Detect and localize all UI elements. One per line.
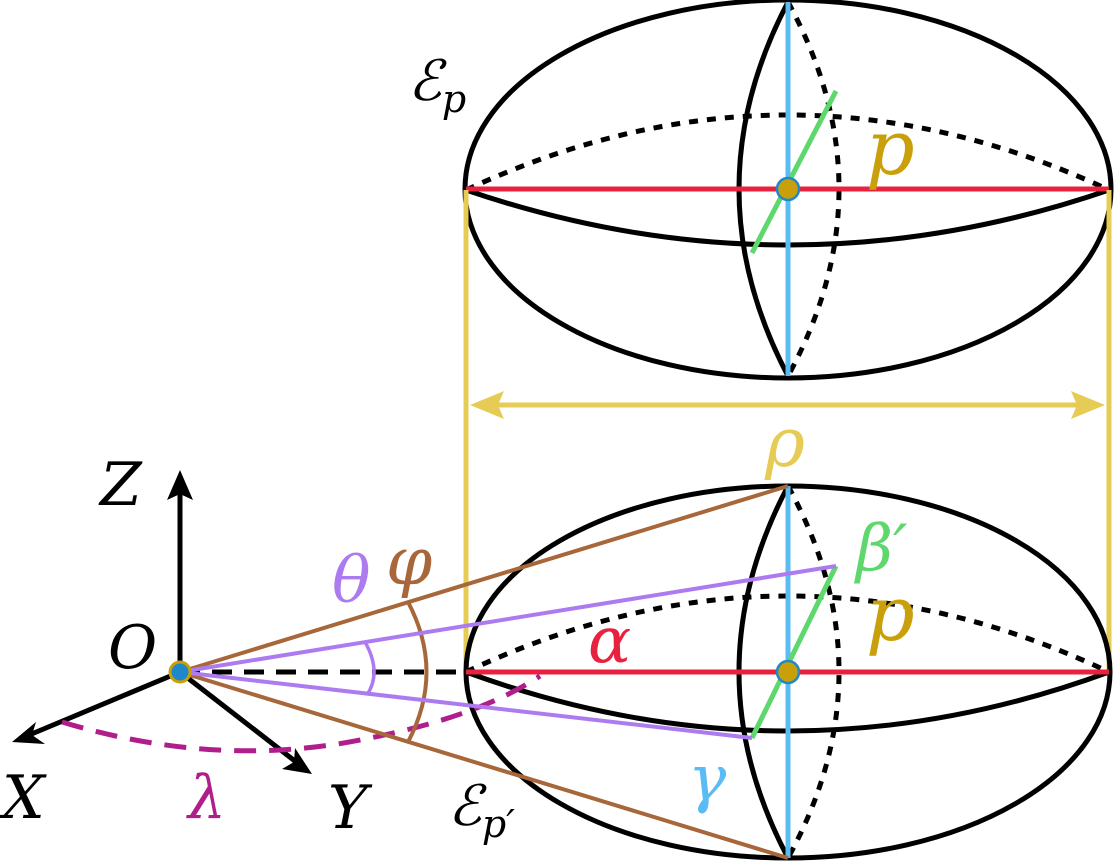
rho-dimension [463, 190, 1112, 672]
p-top-label: p [866, 103, 915, 192]
theta-lines [179, 564, 837, 740]
varphi-lines [179, 484, 789, 860]
z-axis-label: Z [98, 450, 143, 520]
x-axis [21, 669, 181, 741]
ep-top-label: ℰp [408, 49, 466, 121]
top-meridian-back [785, 0, 842, 378]
rho-arrowhead-left [470, 391, 504, 419]
theta-lower-line [179, 670, 753, 740]
alpha-label: α [588, 604, 631, 678]
top-green-axis [749, 89, 839, 255]
varphi-upper-line [179, 484, 789, 674]
varphi-label: φ [386, 523, 432, 600]
varphi-angle-arc [406, 601, 429, 743]
gamma-label: γ [688, 742, 727, 816]
bottom-equator-back [464, 593, 1111, 675]
lambda-label: λ [186, 763, 226, 833]
bottom-center-point [775, 659, 801, 685]
top-center-point [775, 176, 801, 202]
origin-point [168, 660, 192, 684]
top-ellipsoid [462, 0, 1114, 381]
y-axis-label: Y [328, 773, 373, 843]
labels: ℰp p ρ Z X Y O θ φ β′ p α λ ℰp′ γ [0, 49, 915, 846]
x-axis-label: X [0, 763, 47, 833]
bottom-meridian-back [785, 484, 842, 860]
top-equator-back [464, 112, 1111, 193]
y-axis-arrowhead [282, 748, 312, 774]
varphi-lower-line [179, 670, 789, 860]
origin-label: O [108, 613, 157, 683]
rho-label: ρ [764, 404, 805, 483]
theta-angle-arc [363, 641, 376, 696]
theta-label: θ [332, 544, 371, 618]
coordinate-axes [12, 470, 542, 774]
ep-bottom-label: ℰp′ [448, 774, 515, 846]
theta-upper-line [179, 564, 837, 674]
rho-arrowhead-right [1071, 391, 1105, 419]
bottom-green-axis [749, 564, 839, 740]
z-axis-arrowhead [167, 470, 193, 500]
x-axis-arrowhead [12, 722, 45, 744]
lambda-arc [61, 673, 542, 754]
top-ellipsoid-outline [462, 0, 1114, 381]
p-bottom-label: p [866, 569, 915, 658]
beta-prime-label: β′ [854, 512, 908, 586]
